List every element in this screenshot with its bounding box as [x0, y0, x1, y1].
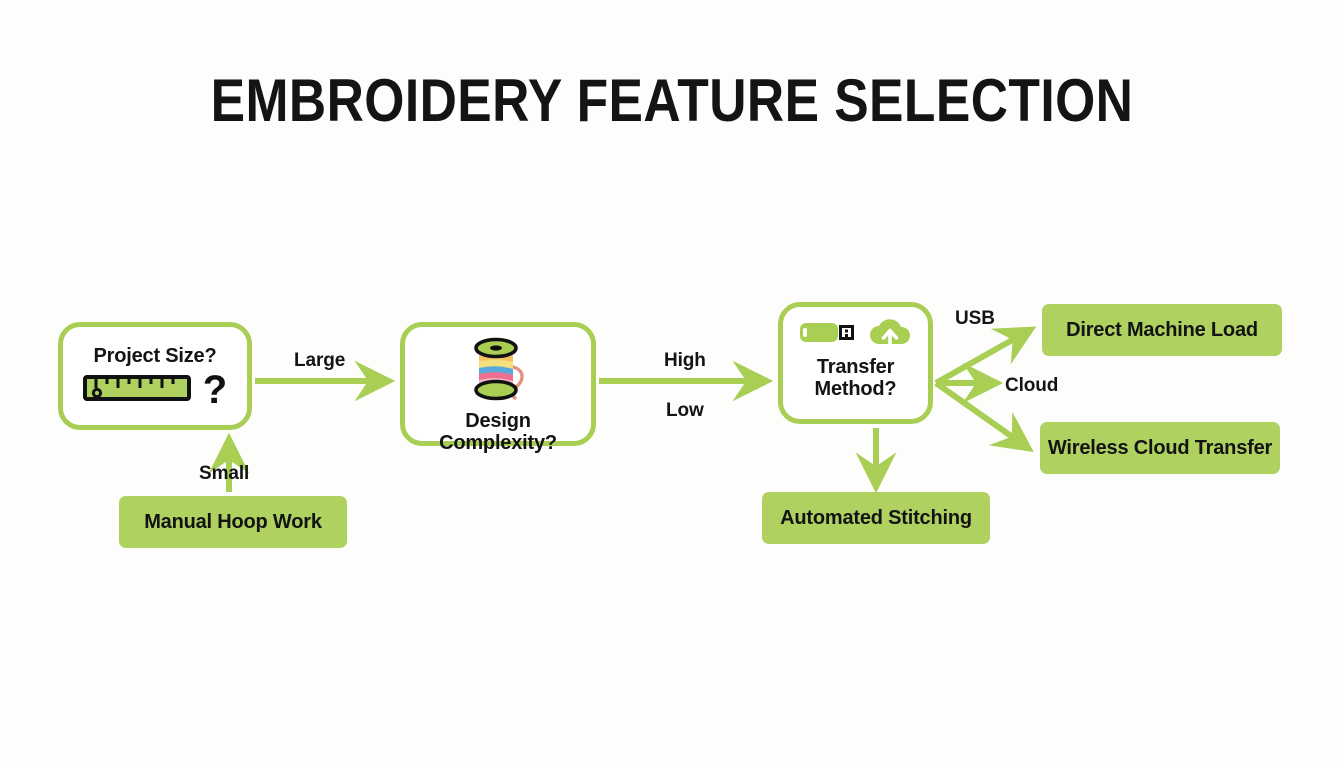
project-size-icon-row: ? — [82, 368, 228, 413]
transfer-method-icon-row — [799, 317, 913, 352]
outcome-automated-stitching[interactable]: Automated Stitching — [762, 492, 990, 544]
edge-label-small: Small — [199, 463, 250, 484]
outcome-direct-machine-load[interactable]: Direct Machine Load — [1042, 304, 1282, 356]
edge-label-low: Low — [666, 400, 704, 421]
outcome-wireless-cloud-transfer[interactable]: Wireless Cloud Transfer — [1040, 422, 1280, 474]
node-label-design-complexity: Design Complexity? — [439, 410, 557, 455]
edge-label-cloud: Cloud — [1005, 375, 1059, 396]
thread-spool-icon — [461, 337, 535, 408]
node-label-transfer-line1: Transfer — [816, 356, 895, 378]
decision-node-transfer-method[interactable]: Transfer Method? — [778, 302, 933, 424]
usb-drive-icon — [799, 319, 857, 350]
decision-node-project-size[interactable]: Project Size? — [58, 322, 252, 430]
question-mark-icon: ? — [202, 368, 228, 413]
page-title: EMBROIDERY FEATURE SELECTION — [210, 67, 1134, 134]
ruler-icon — [82, 374, 191, 407]
node-label-project-size: Project Size? — [93, 345, 217, 368]
node-label-transfer-line2: Method? — [814, 378, 897, 401]
node-label-transfer-method: Transfer Method? — [815, 356, 897, 401]
edge-label-large: Large — [294, 350, 346, 371]
decision-node-design-complexity[interactable]: Design Complexity? — [400, 322, 596, 454]
cloud-upload-icon — [867, 317, 913, 352]
edge-label-usb: USB — [955, 308, 995, 329]
outcome-manual-hoop-work[interactable]: Manual Hoop Work — [119, 496, 347, 548]
edge-label-high: High — [664, 350, 706, 371]
